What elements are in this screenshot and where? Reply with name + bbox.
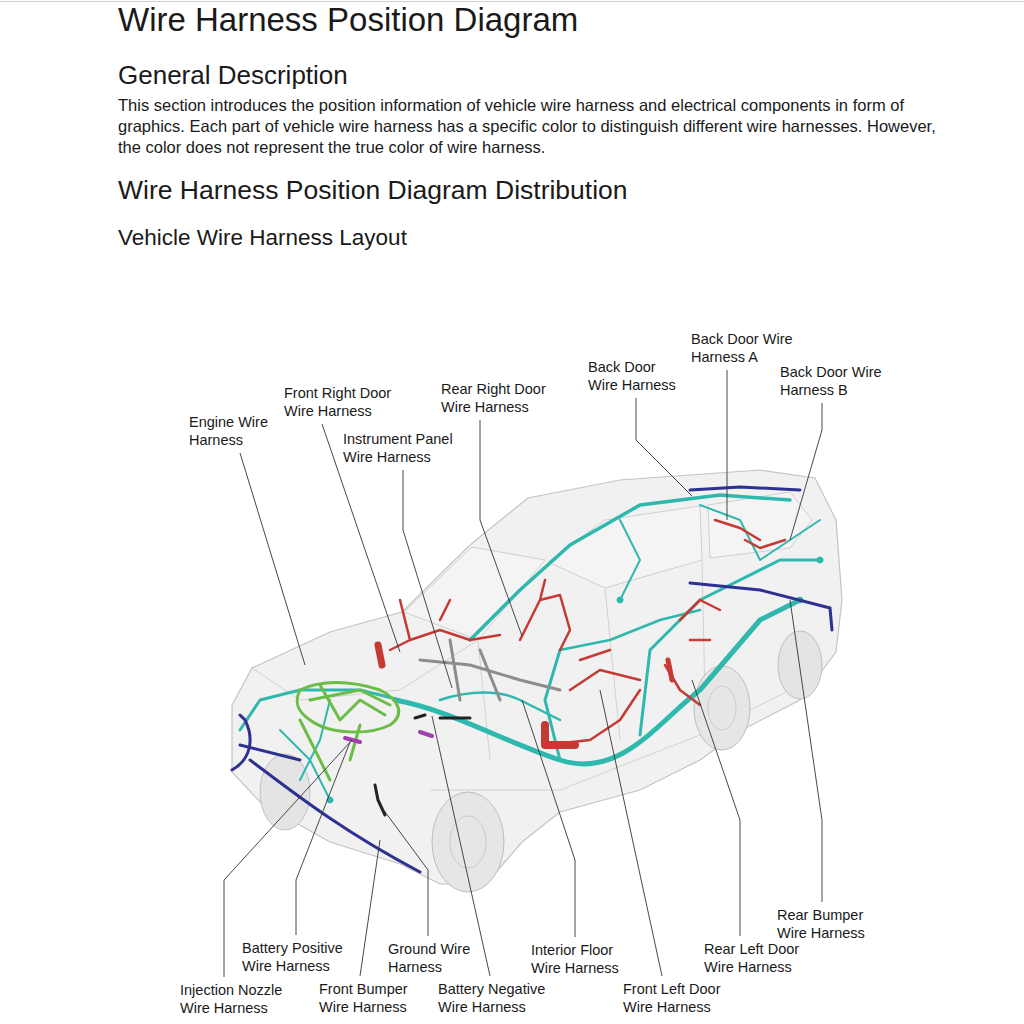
harness-label: Rear Left Door Wire Harness xyxy=(704,940,816,976)
engine-harness xyxy=(300,720,330,780)
door-harness xyxy=(378,645,382,665)
battery-harness xyxy=(415,715,470,718)
harness-label: Back Door Wire Harness xyxy=(588,358,684,394)
harness-label: Rear Right Door Wire Harness xyxy=(441,380,561,416)
leader-line xyxy=(240,453,305,665)
harness-label: Instrument Panel Wire Harness xyxy=(343,430,468,466)
front-bumper-harness xyxy=(232,715,250,770)
roof-harness xyxy=(470,495,790,640)
leader-line xyxy=(600,690,662,976)
harness-label: Front Left Door Wire Harness xyxy=(623,980,738,1016)
leader-line xyxy=(522,700,575,937)
front-bumper-harness xyxy=(250,760,420,872)
door-harness xyxy=(520,580,570,650)
harness-label: Engine Wire Harness xyxy=(189,413,289,449)
rear-window xyxy=(708,492,812,558)
harness-label: Rear Bumper Wire Harness xyxy=(777,906,877,942)
description-text: This section introduces the position inf… xyxy=(118,95,948,158)
car-body xyxy=(232,470,842,884)
injection-nozzle-harness xyxy=(420,732,432,736)
leader-line xyxy=(480,420,522,636)
harness-label: Injection Nozzle Wire Harness xyxy=(180,981,296,1017)
harness-label: Front Right Door Wire Harness xyxy=(284,384,409,420)
leader-line xyxy=(403,470,452,688)
harness-label: Ground Wire Harness xyxy=(388,940,483,976)
section-heading: General Description xyxy=(118,59,348,91)
leader-line xyxy=(360,840,380,976)
leader-line xyxy=(636,398,692,496)
harness-label: Front Bumper Wire Harness xyxy=(319,980,419,1016)
harness-label: Back Door Wire Harness B xyxy=(780,363,895,399)
car-body-group xyxy=(232,470,842,892)
connector-dot xyxy=(617,597,623,603)
harness-label: Battery Negative Wire Harness xyxy=(438,980,560,1016)
leader-line xyxy=(790,600,822,902)
front-branch xyxy=(300,700,330,780)
section-heading: Wire Harness Position Diagram Distributi… xyxy=(118,174,628,206)
front-bumper-harness xyxy=(240,745,300,760)
door-harness xyxy=(545,725,575,745)
harness-label: Battery Positive Wire Harness xyxy=(242,939,357,975)
engine-harness xyxy=(310,690,390,705)
harness-black xyxy=(375,715,470,815)
harness-label: Back Door Wire Harness A xyxy=(691,330,806,366)
engine-harness xyxy=(297,683,399,732)
subsection-heading: Vehicle Wire Harness Layout xyxy=(118,224,407,252)
wheel-hub xyxy=(450,816,486,868)
harness-green xyxy=(297,683,399,781)
windshield xyxy=(404,547,545,640)
harness-label: Interior Floor Wire Harness xyxy=(531,941,631,977)
instrument-panel-harness xyxy=(420,640,560,700)
rear-roof-branch xyxy=(700,505,820,560)
leader-line xyxy=(296,742,350,935)
harness-purple xyxy=(345,732,432,742)
back-door-harness xyxy=(715,520,785,548)
wheel xyxy=(694,666,750,750)
harness-grey xyxy=(420,640,560,700)
ground-harness xyxy=(375,785,385,815)
door-harness xyxy=(400,600,450,640)
door-line xyxy=(478,560,705,760)
harness-teal xyxy=(240,495,823,803)
roof-rear-harness xyxy=(690,487,800,490)
page-title: Wire Harness Position Diagram xyxy=(118,0,578,40)
wheel-hub xyxy=(708,686,736,730)
harness-red xyxy=(378,520,785,745)
injection-nozzle-harness xyxy=(345,738,360,742)
door-harness xyxy=(668,660,672,680)
door-harness xyxy=(665,600,720,705)
connector-dot xyxy=(817,557,823,563)
floor-harness xyxy=(395,600,800,764)
wheel xyxy=(778,631,822,699)
door-harness xyxy=(545,650,640,745)
door-harness xyxy=(390,630,500,650)
floor-branch xyxy=(560,610,700,650)
wheel xyxy=(260,754,310,830)
leader-line xyxy=(692,680,740,936)
leader-line xyxy=(790,403,822,540)
roof-drop xyxy=(620,520,640,600)
leader-lines xyxy=(224,370,822,977)
side-window xyxy=(548,506,702,588)
leader-line xyxy=(727,370,728,520)
leader-line xyxy=(380,805,428,936)
leader-line xyxy=(432,716,490,976)
